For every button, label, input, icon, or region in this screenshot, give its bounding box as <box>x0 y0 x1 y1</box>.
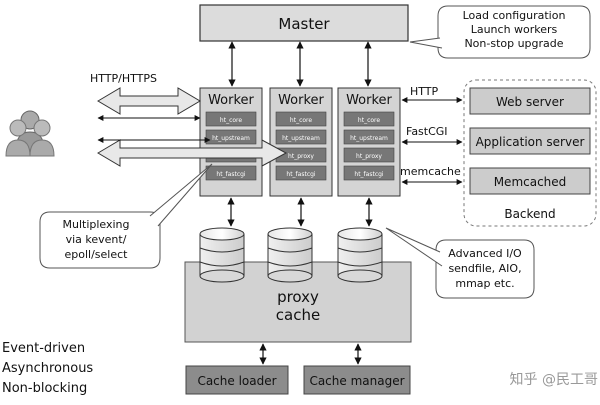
backend-memcached-label: Memcached <box>494 175 567 189</box>
cache-manager-label: Cache manager <box>309 374 404 388</box>
http-protocol-label: HTTP <box>410 85 439 98</box>
backend-web-server-label: Web server <box>496 95 564 109</box>
worker-1-title: Worker <box>208 93 254 108</box>
fastcgi-protocol-label: FastCGI <box>406 125 448 138</box>
memcache-protocol-label: memcache <box>400 165 461 178</box>
backend-memcached <box>469 167 591 195</box>
trait-non-blocking: Non-blocking <box>2 381 87 396</box>
traits-list: Event-driven Asynchronous Non-blocking <box>2 341 93 396</box>
worker-disk-connectors <box>227 197 373 227</box>
advanced-io-line-1: Advanced I/O <box>448 247 522 260</box>
worker-1-module-4: ht_fastcgi <box>216 171 246 178</box>
multiplexing-line-2: via kevent/ <box>66 233 127 246</box>
cache-loader-label: Cache loader <box>197 374 276 388</box>
worker-2-title: Worker <box>278 93 324 108</box>
multiplexing-line-3: epoll/select <box>65 248 129 261</box>
cache-manager-box: Cache manager <box>303 365 411 395</box>
worker-3-module-3: ht_proxy <box>356 153 382 160</box>
client-connection-arrows <box>97 87 288 167</box>
client-thin-arrows <box>97 115 211 143</box>
worker-2-module-1: ht_core <box>290 117 312 124</box>
proxy-cache-line-2: cache <box>276 306 320 324</box>
worker-3-module-4: ht_fastcgi <box>354 171 384 178</box>
worker-2-module-2: ht_upstream <box>282 135 320 142</box>
master-callout-line-1: Load configuration <box>463 9 566 22</box>
worker-1-module-1: ht_core <box>220 117 242 124</box>
worker-3: Worker ht_core ht_upstream ht_proxy ht_f… <box>337 87 401 197</box>
master-callout: Load configuration Launch workers Non-st… <box>409 5 591 59</box>
master-callout-line-2: Launch workers <box>471 23 558 36</box>
advanced-io-line-2: sendfile, AIO, <box>448 262 521 275</box>
cache-process-connectors <box>259 343 362 365</box>
trait-event-driven: Event-driven <box>2 341 85 356</box>
advanced-io-line-3: mmap etc. <box>455 277 514 290</box>
backend-group: Web server Application server Memcached … <box>463 79 597 227</box>
master-worker-connectors <box>228 41 372 87</box>
trait-asynchronous: Asynchronous <box>2 361 93 376</box>
users-icon <box>5 110 55 157</box>
worker-1: Worker ht_core ht_upstream ht_fastcgi <box>199 87 263 197</box>
multiplexing-line-1: Multiplexing <box>62 218 129 231</box>
proxy-cache-line-1: proxy <box>277 288 319 306</box>
backend-web-server <box>469 87 591 115</box>
worker-3-title: Worker <box>346 93 392 108</box>
master-callout-line-3: Non-stop upgrade <box>464 37 563 50</box>
multiplexing-callout: Multiplexing via kevent/ epoll/select <box>39 163 213 269</box>
advanced-io-callout: Advanced I/O sendfile, AIO, mmap etc. <box>385 227 535 299</box>
worker-2-module-4: ht_fastcgi <box>286 171 316 178</box>
cache-disk-2 <box>267 227 313 283</box>
master-label: Master <box>278 15 330 33</box>
watermark-text: 知乎 @民工哥 <box>510 371 598 388</box>
backend-application-server <box>469 127 591 155</box>
worker-3-module-2: ht_upstream <box>350 135 388 142</box>
worker-1-module-2: ht_upstream <box>212 135 250 142</box>
cache-loader-box: Cache loader <box>185 365 289 395</box>
backend-application-server-label: Application server <box>476 135 585 149</box>
worker-2-module-3: ht_proxy <box>288 153 314 160</box>
backend-label: Backend <box>504 207 555 221</box>
cache-disk-3 <box>337 227 383 283</box>
worker-2: Worker ht_core ht_upstream ht_proxy ht_f… <box>269 87 333 197</box>
master-box: Master <box>199 4 409 42</box>
client-protocol-label: HTTP/HTTPS <box>90 72 157 85</box>
worker-3-module-1: ht_core <box>358 117 380 124</box>
backend-connectors <box>401 97 463 185</box>
cache-disk-1 <box>199 227 245 283</box>
